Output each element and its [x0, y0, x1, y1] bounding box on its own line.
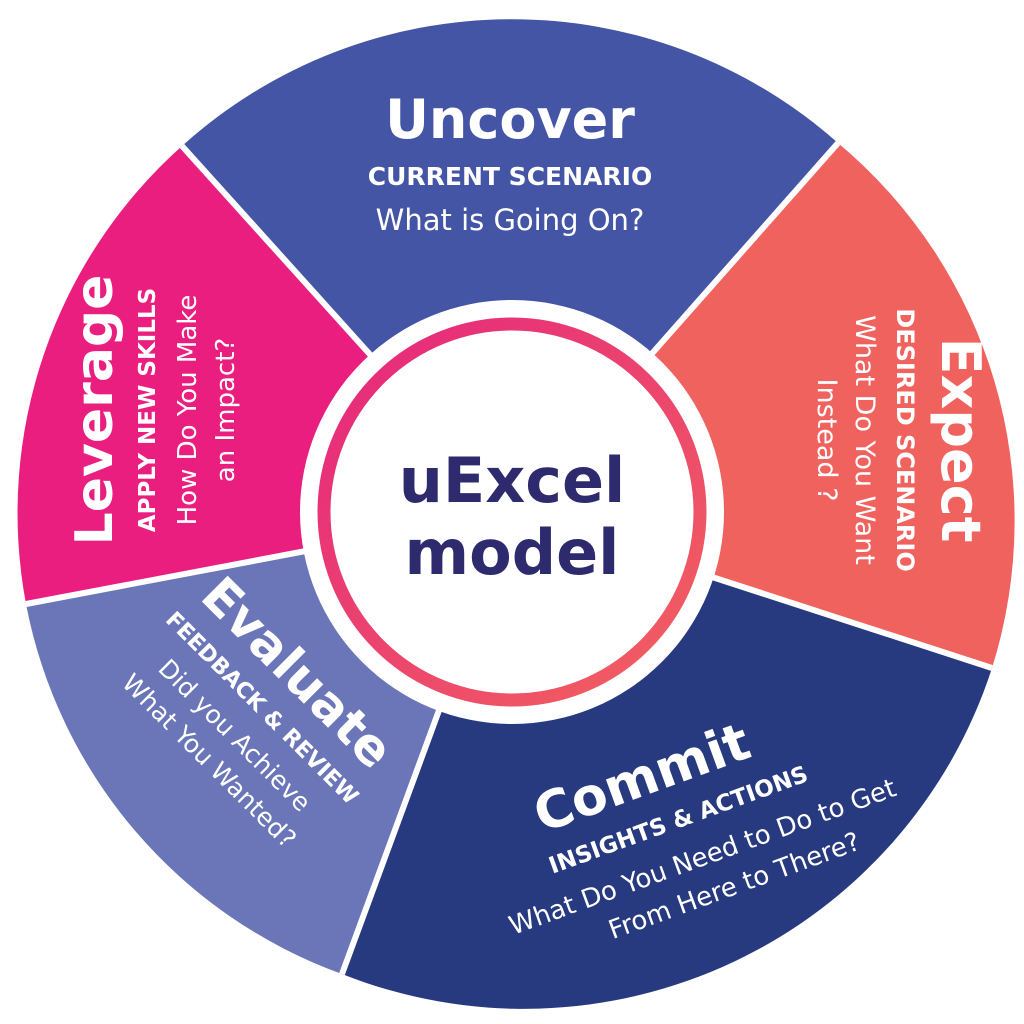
segment-uncover — [182, 19, 838, 513]
center-ring — [317, 317, 707, 707]
leverage-question-line2: an Impact? — [211, 338, 241, 482]
center-title-line1: uExcel — [399, 444, 626, 517]
expect-label-group: Expect DESIRED SCENARIO What Do You Want… — [811, 308, 992, 571]
expect-question-line2: Instead ? — [811, 379, 842, 502]
leverage-subtitle: APPLY NEW SKILLS — [135, 288, 161, 532]
uncover-label-group: Uncover CURRENT SCENARIO What is Going O… — [368, 88, 652, 237]
leverage-title: Leverage — [65, 275, 125, 546]
uncover-question: What is Going On? — [376, 203, 645, 237]
expect-title: Expect — [929, 338, 992, 543]
center-title-line2: model — [405, 516, 620, 589]
expect-question-line1: What Do You Want — [849, 315, 880, 565]
uncover-title: Uncover — [385, 88, 635, 151]
leverage-label-group: Leverage APPLY NEW SKILLS How Do You Mak… — [65, 275, 241, 546]
uncover-subtitle: CURRENT SCENARIO — [368, 162, 652, 191]
expect-subtitle: DESIRED SCENARIO — [891, 308, 919, 571]
leverage-question-line1: How Do You Make — [173, 295, 203, 526]
